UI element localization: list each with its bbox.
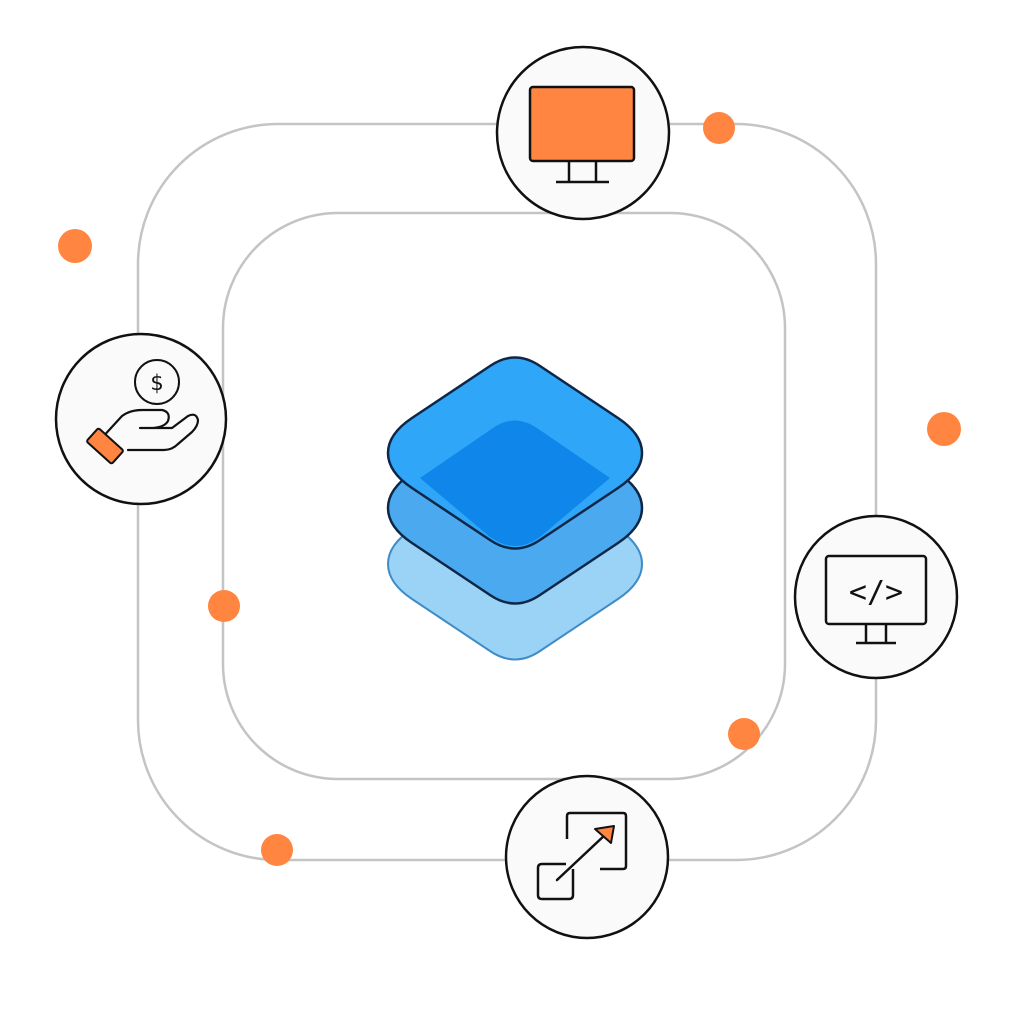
dot [58, 229, 92, 263]
dot [261, 834, 293, 866]
stacked-layers-icon [386, 356, 644, 661]
dollar-symbol: $ [150, 371, 163, 395]
expand-arrow-icon [536, 811, 628, 901]
coin [134, 359, 180, 405]
node-bottom[interactable] [504, 774, 670, 940]
dot [927, 412, 961, 446]
dot [208, 590, 240, 622]
node-left[interactable]: $ [54, 332, 228, 506]
arrow-head [594, 825, 615, 844]
arrow-shaft [555, 832, 608, 882]
code-symbol: </> [849, 575, 903, 610]
dot [728, 718, 760, 750]
frame-lower-left [536, 862, 575, 901]
inner-ring [221, 211, 787, 781]
dot [703, 112, 735, 144]
monitor-icon [528, 85, 636, 184]
frame-upper-right [565, 811, 628, 871]
cuff [86, 427, 124, 465]
code-monitor-icon: </> [824, 554, 928, 645]
hand-outline [98, 408, 200, 452]
node-right[interactable]: </> [793, 514, 959, 680]
decorative-dots [58, 112, 961, 866]
hand-coin-dollar-icon: $ [86, 359, 200, 465]
node-top[interactable] [495, 45, 671, 221]
layer-top-inner [420, 420, 610, 546]
